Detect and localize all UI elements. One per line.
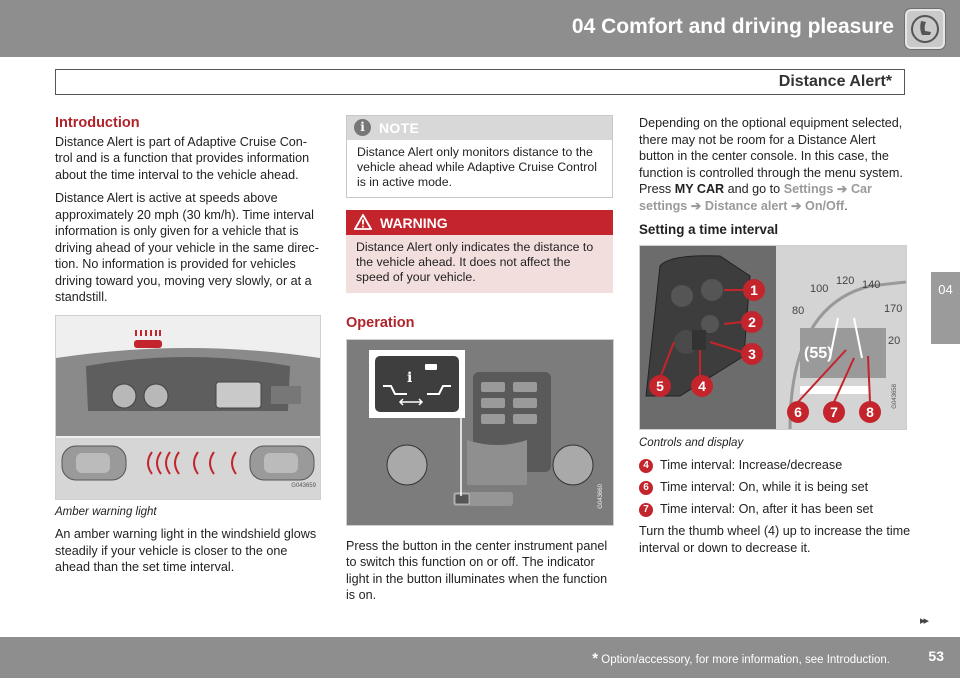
menu-distance-alert: Distance alert	[704, 198, 788, 213]
figure-id: G043659	[291, 483, 316, 489]
warning-box: WARNING Distance Alert only indicates th…	[346, 210, 613, 293]
footer-bar: * Option/accessory, for more information…	[0, 637, 960, 678]
controls-display-figure: 80 100 120 140 170 20 (55) 1 2 3 4 5 6	[639, 244, 907, 430]
info-icon: i	[354, 119, 371, 136]
svg-text:170: 170	[884, 303, 902, 315]
chapter-side-tab: 04	[931, 272, 960, 344]
figure-id: G043660	[597, 483, 604, 509]
svg-text:4: 4	[698, 378, 706, 394]
amber-warning-light	[134, 339, 162, 348]
dashboard-illustration	[56, 315, 320, 499]
section-title: Distance Alert*	[778, 73, 892, 90]
my-car-button-label: MY CAR	[674, 182, 725, 196]
callout-badge: 6	[639, 480, 653, 495]
operation-heading: Operation	[346, 315, 415, 331]
menu-car-settings: Car settings	[639, 182, 872, 213]
svg-text:120: 120	[836, 275, 854, 287]
next-page-arrows: ▸▸	[920, 615, 929, 627]
center-console-illustration: i	[347, 339, 613, 525]
time-interval-heading: Setting a time interval	[639, 222, 779, 237]
car-seat-icon	[904, 8, 946, 50]
note-text: Distance Alert only monitors distance to…	[357, 145, 597, 189]
thumb-wheel-paragraph: Turn the thumb wheel (4) up to increase …	[639, 524, 911, 555]
column-right: Depending on the optional equipment sele…	[639, 115, 911, 563]
distance-alert-button-icon	[375, 355, 459, 412]
svg-text:140: 140	[862, 279, 880, 291]
operation-paragraph: Press the button in the center instrumen…	[346, 538, 608, 603]
footnote: * Option/accessory, for more information…	[592, 650, 890, 667]
intro-paragraph-2: Distance Alert is active at speeds above…	[55, 191, 319, 304]
intro-heading: Introduction	[55, 115, 140, 131]
svg-text:1: 1	[750, 282, 758, 298]
warning-label: WARNING	[380, 215, 448, 231]
note-header: i NOTE	[347, 116, 612, 140]
figure-caption: Controls and display	[639, 436, 744, 449]
callout-badge: 7	[639, 502, 653, 517]
figure-id: G043658	[891, 383, 898, 409]
svg-text:i: i	[407, 370, 412, 386]
dashboard-figure: G043659	[55, 314, 321, 500]
menu-on-off: On/Off	[805, 198, 845, 213]
warning-triangle-icon	[354, 214, 372, 230]
page-number: 53	[928, 648, 944, 664]
side-tab-label: 04	[938, 282, 953, 297]
warning-text: Distance Alert only indicates the distan…	[346, 235, 613, 293]
warning-header: WARNING	[346, 210, 613, 235]
chapter-title: 04 Comfort and driving pleasure	[571, 15, 894, 38]
callout-badge: 4	[639, 458, 653, 473]
header-bar: 04 Comfort and driving pleasure	[0, 0, 960, 57]
section-header: Distance Alert*	[55, 69, 905, 95]
note-box: i NOTE Distance Alert only monitors dist…	[346, 115, 613, 198]
center-console-figure: i G043660	[346, 338, 614, 526]
note-label: NOTE	[379, 120, 420, 136]
svg-text:6: 6	[794, 404, 802, 420]
column-left: Introduction Distance Alert is part of A…	[55, 115, 321, 583]
column-middle: i NOTE Distance Alert only monitors dist…	[346, 115, 614, 611]
svg-text:7: 7	[830, 404, 838, 420]
svg-text:2: 2	[748, 314, 756, 330]
figure-caption: Amber warning light	[55, 505, 157, 518]
svg-text:20: 20	[888, 335, 900, 347]
menu-settings: Settings	[783, 182, 834, 196]
svg-text:8: 8	[866, 404, 874, 420]
display-speed: (55)	[804, 345, 832, 362]
svg-text:3: 3	[748, 346, 756, 362]
svg-text:100: 100	[810, 283, 828, 295]
menu-paragraph: Depending on the optional equipment sele…	[639, 116, 903, 213]
svg-text:5: 5	[656, 378, 664, 394]
warning-light-paragraph: An amber warning light in the windshield…	[55, 527, 317, 574]
intro-paragraph-1: Distance Alert is part of Adaptive Cruis…	[55, 134, 310, 182]
svg-text:80: 80	[792, 305, 804, 317]
steering-controls-illustration: 80 100 120 140 170 20 (55) 1 2 3 4 5 6	[640, 245, 906, 429]
